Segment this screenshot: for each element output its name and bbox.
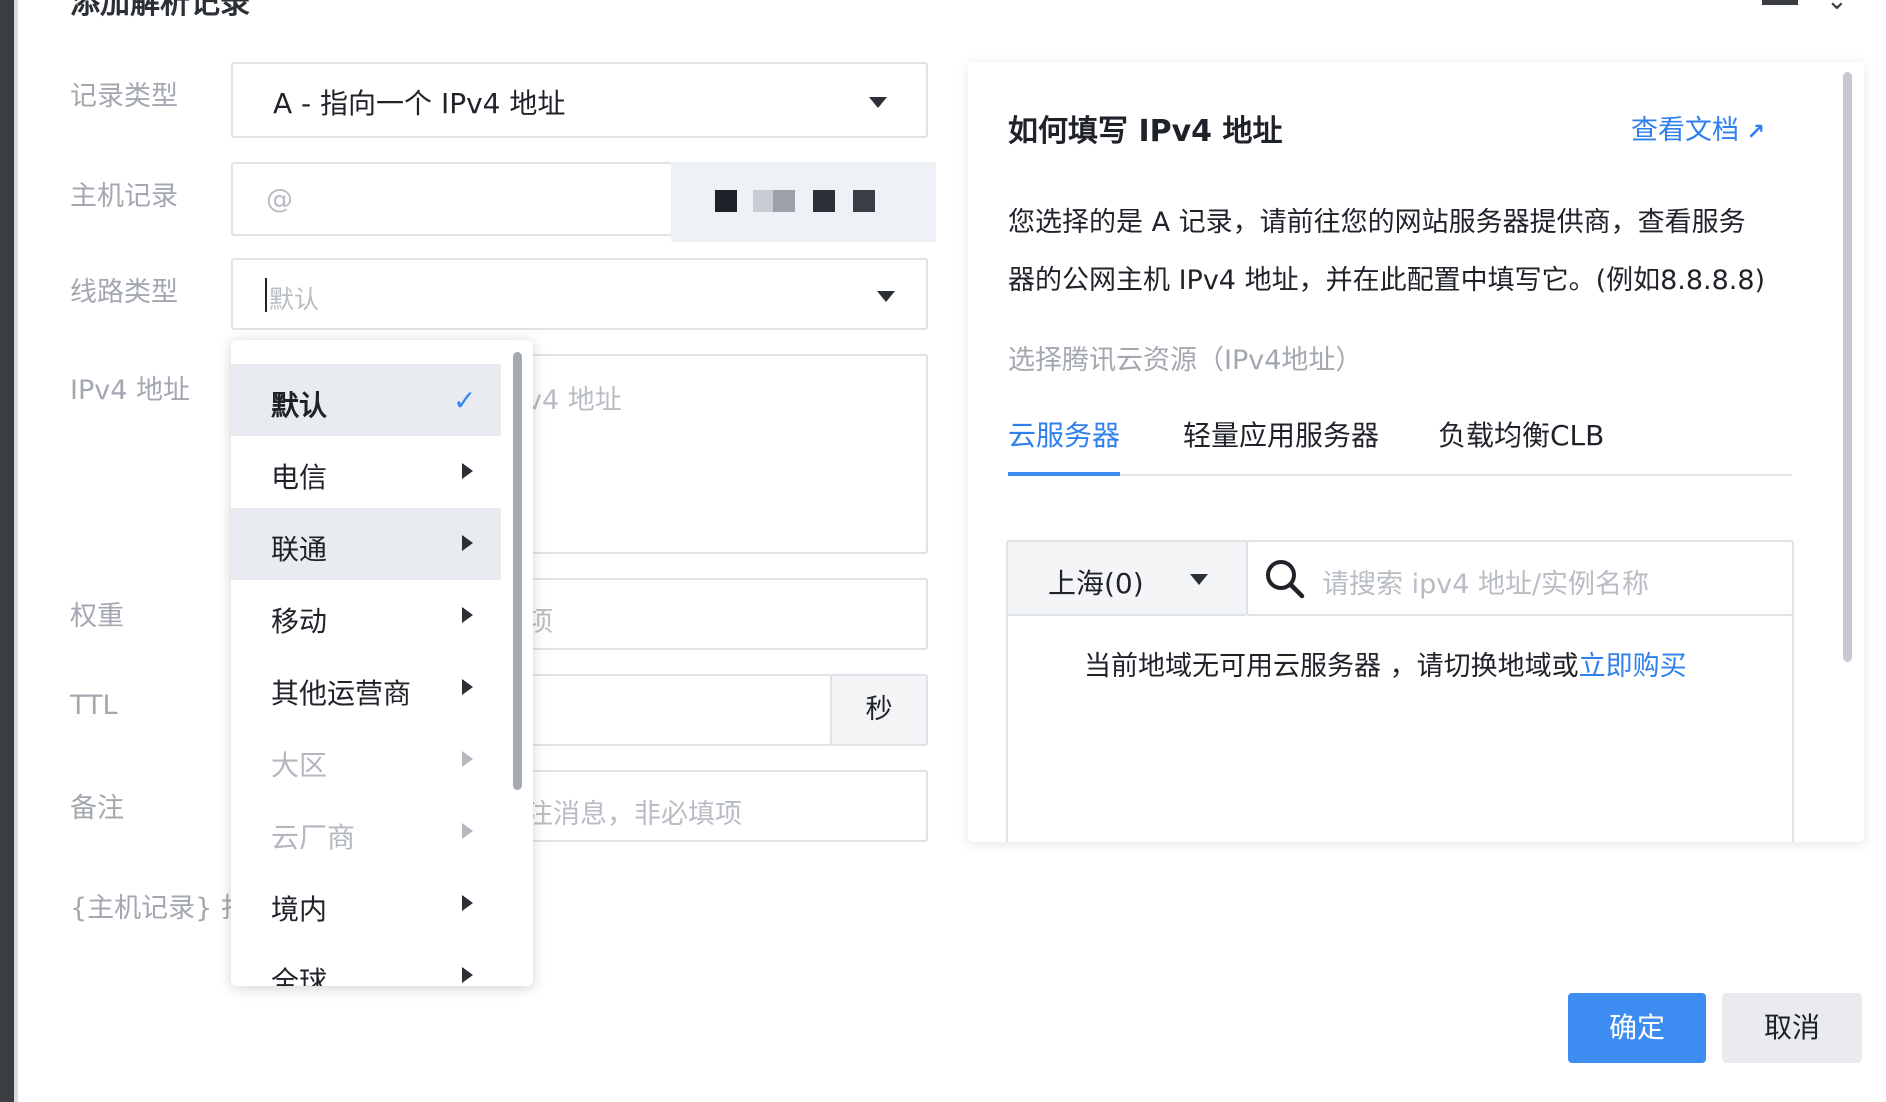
resource-label: 选择腾讯云资源（IPv4地址） xyxy=(1008,345,1363,376)
chevron-down-icon xyxy=(1190,574,1208,585)
label-host-record: 主机记录 xyxy=(70,181,178,212)
line-type-placeholder: 默认 xyxy=(269,285,320,314)
menu-item-global[interactable]: 全球 xyxy=(231,940,501,986)
chevron-right-icon xyxy=(462,607,473,623)
results-right-border xyxy=(1792,614,1794,842)
empty-state-message: 当前地域无可用云服务器 ，请切换地域或 xyxy=(1084,651,1579,682)
window-left-edge xyxy=(0,0,14,1102)
ipv4-placeholder: v4 地址 xyxy=(526,385,622,416)
label-remark: 备注 xyxy=(70,793,124,824)
text-cursor xyxy=(265,278,267,312)
domain-suffix-redacted xyxy=(671,162,936,242)
menu-item-cloud-vendor: 云厂商 xyxy=(231,796,501,868)
region-value: 上海(0) xyxy=(1048,567,1144,600)
help-title: 如何填写 IPv4 地址 xyxy=(1008,114,1283,149)
menu-item-label: 其他运营商 xyxy=(271,677,412,710)
label-ipv4: IPv4 地址 xyxy=(70,375,190,406)
minimize-icon[interactable] xyxy=(1762,0,1798,5)
menu-item-region: 大区 xyxy=(231,724,501,796)
dialog-title: 添加解析记录 xyxy=(70,0,250,21)
line-type-dropdown: 默认 ✓ 电信 联通 移动 其他运营商 大区 云厂商 境内 全球 xyxy=(231,340,533,986)
tabs-divider xyxy=(1008,474,1792,476)
search-input[interactable]: 请搜索 ipv4 地址/实例名称 xyxy=(1246,540,1794,616)
external-link-icon: ↗ xyxy=(1739,120,1766,145)
chevron-right-icon xyxy=(462,463,473,479)
check-icon: ✓ xyxy=(453,384,477,417)
chevron-down-icon xyxy=(877,291,895,302)
view-docs-link[interactable]: 查看文档 ↗ xyxy=(1631,108,1765,147)
search-icon xyxy=(1266,560,1305,599)
menu-item-label: 云厂商 xyxy=(271,821,356,854)
tab-cvm[interactable]: 云服务器 xyxy=(1008,419,1121,452)
menu-item-other-carriers[interactable]: 其他运营商 xyxy=(231,652,501,724)
menu-item-label: 联通 xyxy=(271,533,328,566)
menu-item-label: 全球 xyxy=(271,965,328,986)
active-tab-indicator xyxy=(1008,472,1120,476)
chevron-down-icon xyxy=(869,97,887,108)
tab-lighthouse[interactable]: 轻量应用服务器 xyxy=(1183,419,1380,452)
menu-item-label: 电信 xyxy=(271,461,328,494)
menu-item-unicom[interactable]: 联通 xyxy=(231,508,501,580)
region-select[interactable]: 上海(0) xyxy=(1006,540,1248,616)
menu-item-default[interactable]: 默认 ✓ xyxy=(231,364,501,436)
menu-scrollbar[interactable] xyxy=(513,352,522,790)
menu-item-telecom[interactable]: 电信 xyxy=(231,436,501,508)
results-left-border xyxy=(1006,614,1008,842)
hint-text: {主机记录} 打 xyxy=(70,893,248,924)
menu-item-mobile[interactable]: 移动 xyxy=(231,580,501,652)
window-left-border xyxy=(14,0,18,1102)
chevron-right-icon xyxy=(462,535,473,551)
chevron-right-icon xyxy=(462,679,473,695)
help-desc-line-1: 您选择的是 A 记录，请前往您的网站服务器提供商，查看服务 xyxy=(1008,207,1746,238)
record-type-select[interactable]: A - 指向一个 IPv4 地址 xyxy=(231,62,928,138)
label-record-type: 记录类型 xyxy=(70,81,178,112)
menu-item-label: 默认 xyxy=(271,389,328,422)
help-desc-line-2: 器的公网主机 IPv4 地址，并在此配置中填写它。(例如8.8.8.8) xyxy=(1008,265,1766,296)
chevron-right-icon xyxy=(462,967,473,983)
empty-state-text: 当前地域无可用云服务器 ，请切换地域或立即购买 xyxy=(1084,644,1687,683)
buy-now-link[interactable]: 立即购买 xyxy=(1578,651,1687,682)
view-docs-label: 查看文档 xyxy=(1631,115,1739,146)
menu-item-label: 大区 xyxy=(271,749,328,782)
host-record-placeholder: @ xyxy=(266,184,293,215)
label-line-type: 线路类型 xyxy=(70,277,178,308)
tab-clb[interactable]: 负载均衡CLB xyxy=(1438,419,1605,452)
record-type-value: A - 指向一个 IPv4 地址 xyxy=(273,87,566,120)
chevron-right-icon xyxy=(462,895,473,911)
chevron-right-icon xyxy=(462,823,473,839)
ttl-unit: 秒 xyxy=(830,674,928,746)
menu-item-domestic[interactable]: 境内 xyxy=(231,868,501,940)
menu-item-label: 境内 xyxy=(271,893,328,926)
search-placeholder: 请搜索 ipv4 地址/实例名称 xyxy=(1322,569,1650,600)
line-type-select[interactable]: 默认 xyxy=(231,258,928,330)
chevron-right-icon xyxy=(462,751,473,767)
label-ttl: TTL xyxy=(70,690,118,721)
remark-placeholder: 注消息，非必填项 xyxy=(526,799,742,830)
menu-item-label: 移动 xyxy=(271,605,328,638)
label-weight: 权重 xyxy=(70,601,124,632)
host-record-input[interactable]: @ xyxy=(231,162,673,236)
help-panel: 如何填写 IPv4 地址 查看文档 ↗ 您选择的是 A 记录，请前往您的网站服务… xyxy=(968,62,1864,842)
confirm-button[interactable]: 确定 xyxy=(1568,993,1706,1063)
ttl-unit-label: 秒 xyxy=(865,694,893,725)
close-icon[interactable]: ⌄ xyxy=(1826,0,1848,16)
panel-scrollbar[interactable] xyxy=(1843,72,1852,662)
cancel-button[interactable]: 取消 xyxy=(1722,993,1862,1063)
